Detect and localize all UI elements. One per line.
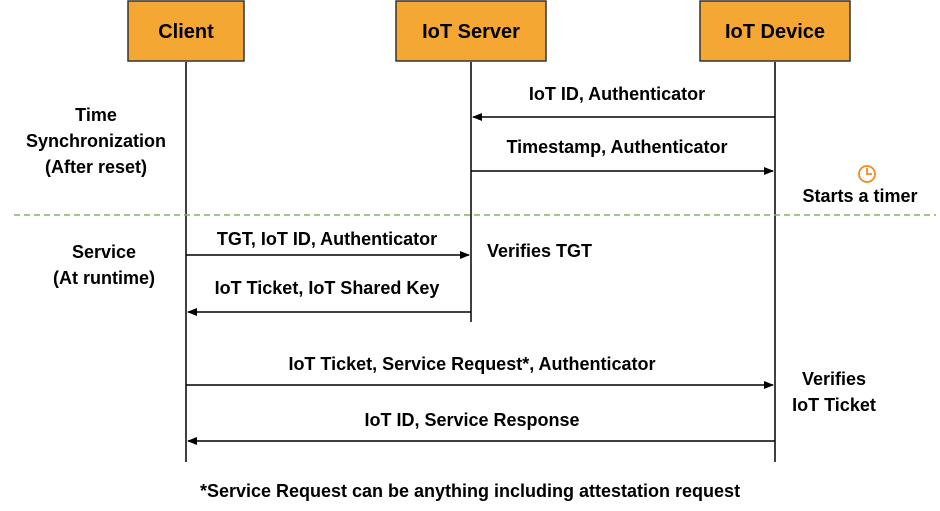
actor-client: Client (127, 0, 245, 62)
actor-server: IoT Server (395, 0, 547, 62)
message-label-2: Timestamp, Authenticator (506, 137, 727, 157)
note-verifies-ticket-line1: Verifies (802, 369, 866, 389)
phase-service-line1: Service (72, 242, 136, 262)
message-label-1: IoT ID, Authenticator (529, 84, 705, 104)
phase-service-line2: (At runtime) (53, 268, 155, 288)
phase-sync-line2: Synchronization (26, 131, 166, 151)
phase-sync-line3: (After reset) (45, 157, 147, 177)
phase-sync-line1: Time (75, 105, 117, 125)
actor-device: IoT Device (699, 0, 851, 62)
actor-client-label: Client (158, 21, 214, 43)
message-label-6: IoT ID, Service Response (364, 410, 579, 430)
footnote: *Service Request can be anything includi… (200, 481, 740, 501)
actor-server-label: IoT Server (422, 21, 520, 43)
note-timer: Starts a timer (802, 186, 917, 206)
message-label-3: TGT, IoT ID, Authenticator (217, 229, 437, 249)
actor-device-label: IoT Device (725, 21, 825, 43)
note-verifies-ticket-line2: IoT Ticket (792, 395, 876, 415)
note-verifies-tgt: Verifies TGT (487, 241, 592, 261)
message-label-5: IoT Ticket, Service Request*, Authentica… (288, 354, 655, 374)
clock-icon (858, 165, 876, 183)
message-label-4: IoT Ticket, IoT Shared Key (215, 278, 440, 298)
